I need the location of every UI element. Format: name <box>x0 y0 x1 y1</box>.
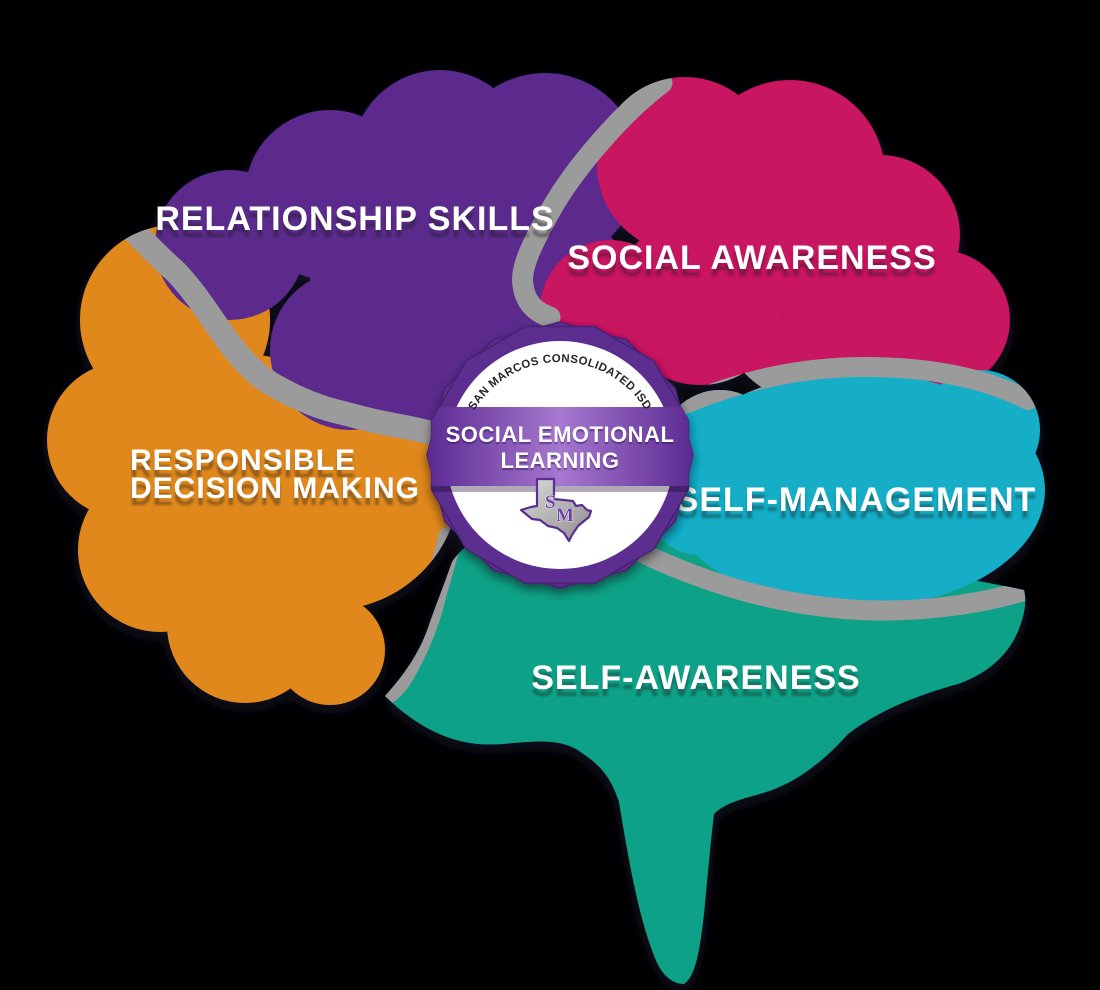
lobe-responsible-decision-making <box>47 225 460 705</box>
divider-purple-orange <box>121 218 454 448</box>
badge-title-line2: LEARNING <box>501 448 620 473</box>
label-self-management: SELF-MANAGEMENT <box>676 481 1037 519</box>
divider-teal-green <box>630 542 1034 621</box>
badge-title-line1: SOCIAL EMOTIONAL <box>446 422 675 447</box>
label-responsible-line1: RESPONSIBLE <box>130 444 356 477</box>
texas-outline-icon <box>519 477 593 543</box>
label-self-awareness: SELF-AWARENESS <box>531 659 860 697</box>
divider-purple-pink <box>511 72 673 328</box>
badge-banner <box>427 407 693 492</box>
label-relationship-skills: RELATIONSHIP SKILLS <box>155 200 554 238</box>
monogram-m: M <box>556 505 574 526</box>
monogram-s: S <box>545 492 556 513</box>
lobe-labels: RELATIONSHIP SKILLS SOCIAL AWARENESS RES… <box>130 200 1037 697</box>
label-social-awareness: SOCIAL AWARENESS <box>567 239 936 277</box>
label-responsible-line2: DECISION MAKING <box>130 472 420 505</box>
lobe-self-awareness <box>385 515 1026 984</box>
sm-monogram: S M <box>545 492 575 527</box>
district-badge: SAN MARCOS CONSOLIDATED ISD SOCIAL EMOTI… <box>426 321 694 589</box>
brain-shape: RELATIONSHIP SKILLS SOCIAL AWARENESS RES… <box>47 70 1045 984</box>
